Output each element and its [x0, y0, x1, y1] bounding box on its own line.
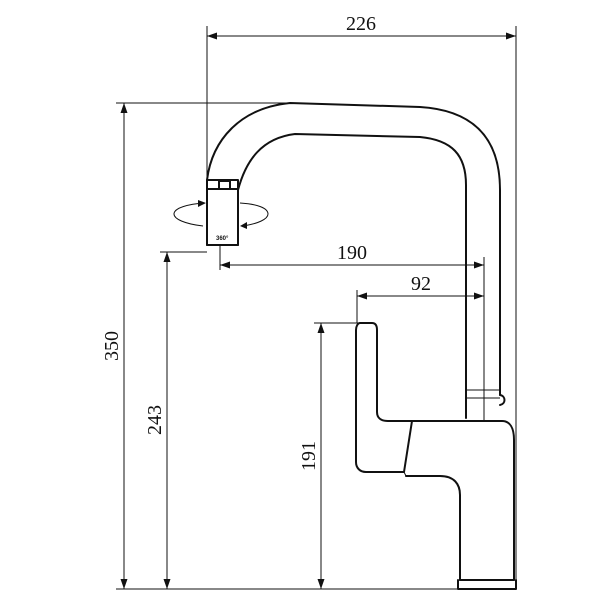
spout-rear-knob: [499, 394, 506, 406]
dim-total-height-label: 350: [101, 331, 123, 361]
dimensions: 226 190 92 350 243: [101, 13, 517, 590]
rotation-label: 360°: [216, 236, 229, 242]
rotation-arc-back: [239, 202, 269, 227]
rotation-arrowhead-right: [240, 222, 247, 229]
handle-lever: [355, 322, 413, 473]
spout-outer-edge: [206, 102, 501, 396]
aerator-ring-mid: [218, 180, 231, 190]
dim-total-height: 350: [101, 102, 458, 590]
dim-spout-reach: 190: [219, 242, 485, 420]
dim-handle-height-label: 191: [298, 441, 320, 471]
rotation-indicator: 360°: [173, 200, 269, 242]
rotation-arc-front: [173, 202, 206, 227]
dim-overall-width-label: 226: [346, 13, 376, 35]
dim-handle-offset-label: 92: [411, 273, 431, 295]
faucet-body: [405, 420, 515, 581]
aerator: [206, 179, 239, 246]
dim-handle-offset: 92: [356, 273, 484, 323]
base-foot: [457, 579, 517, 590]
dim-spout-height-label: 243: [144, 405, 166, 435]
faucet-outline: 360°: [173, 102, 517, 590]
dim-overall-width: 226: [206, 13, 517, 589]
body-handle-joint: [403, 471, 407, 477]
dim-spout-height: 243: [144, 251, 207, 589]
dim-spout-reach-label: 190: [337, 242, 367, 264]
spout-inner-edge: [237, 133, 467, 419]
rotation-arrowhead-left: [198, 200, 206, 207]
dim-handle-height: 191: [298, 322, 360, 589]
